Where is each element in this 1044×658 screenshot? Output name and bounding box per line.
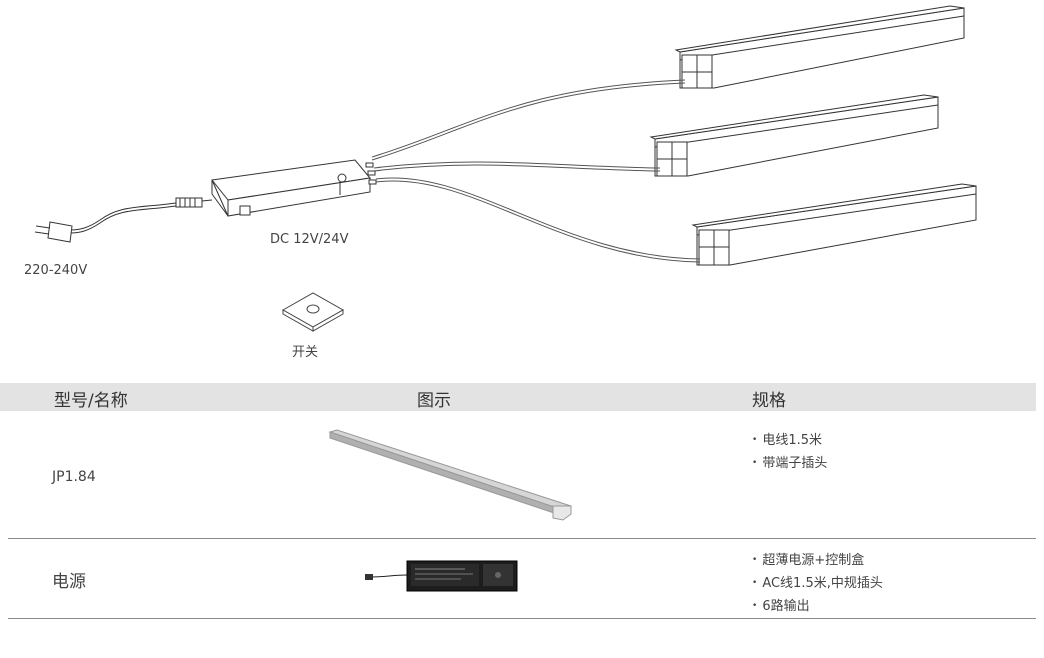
output-wires xyxy=(371,79,701,263)
power-supply-product-image xyxy=(365,560,518,592)
light-bar-product-image xyxy=(328,429,573,521)
input-voltage-label: 220-240V xyxy=(24,263,88,278)
ac-cord xyxy=(69,197,213,234)
light-bar-3 xyxy=(691,183,977,266)
row-2-name: 电源 xyxy=(52,572,86,592)
table-bottom-rule xyxy=(8,618,1036,619)
table-header: 型号/名称 图示 规格 xyxy=(0,383,1036,411)
switch-label: 开关 xyxy=(292,345,319,360)
header-illustration: 图示 xyxy=(417,391,451,411)
row-1-spec-2: 带端子插头 xyxy=(752,453,827,476)
row-1-specs: 电线1.5米 带端子插头 xyxy=(752,430,827,476)
row-divider xyxy=(8,538,1036,539)
header-specs: 规格 xyxy=(752,391,786,411)
switch-icon xyxy=(281,292,345,332)
row-1-spec-1: 电线1.5米 xyxy=(752,430,827,453)
row-1-name: JP1.84 xyxy=(52,469,96,485)
light-bar-2 xyxy=(649,94,939,177)
header-model-name: 型号/名称 xyxy=(54,391,128,411)
row-2-spec-3: 6路输出 xyxy=(752,596,883,619)
output-voltage-label: DC 12V/24V xyxy=(270,232,349,247)
plug-icon xyxy=(34,221,73,243)
wiring-diagram xyxy=(34,5,977,332)
row-2-spec-1: 超薄电源+控制盒 xyxy=(752,550,883,573)
row-2-specs: 超薄电源+控制盒 AC线1.5米,中规插头 6路输出 xyxy=(752,550,883,619)
control-box xyxy=(211,159,377,217)
row-2-spec-2: AC线1.5米,中规插头 xyxy=(752,573,883,596)
light-bar-1 xyxy=(674,5,965,89)
